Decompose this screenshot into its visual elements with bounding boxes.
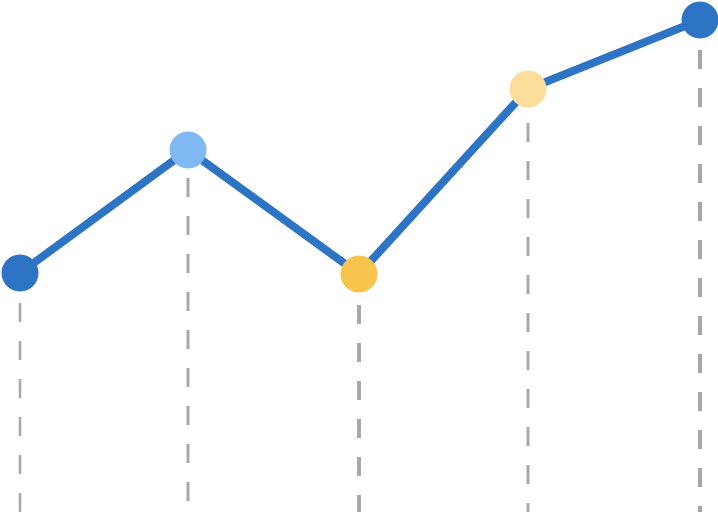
data-point-2[interactable]	[169, 131, 207, 169]
series-line-group	[16, 16, 704, 278]
data-point-5[interactable]	[681, 1, 718, 39]
marker-group	[1, 1, 718, 293]
data-point-1[interactable]	[1, 254, 39, 292]
series-line	[16, 16, 704, 278]
dropline-group	[18, 50, 702, 512]
data-point-3[interactable]	[340, 255, 378, 293]
data-point-4[interactable]	[509, 70, 547, 108]
